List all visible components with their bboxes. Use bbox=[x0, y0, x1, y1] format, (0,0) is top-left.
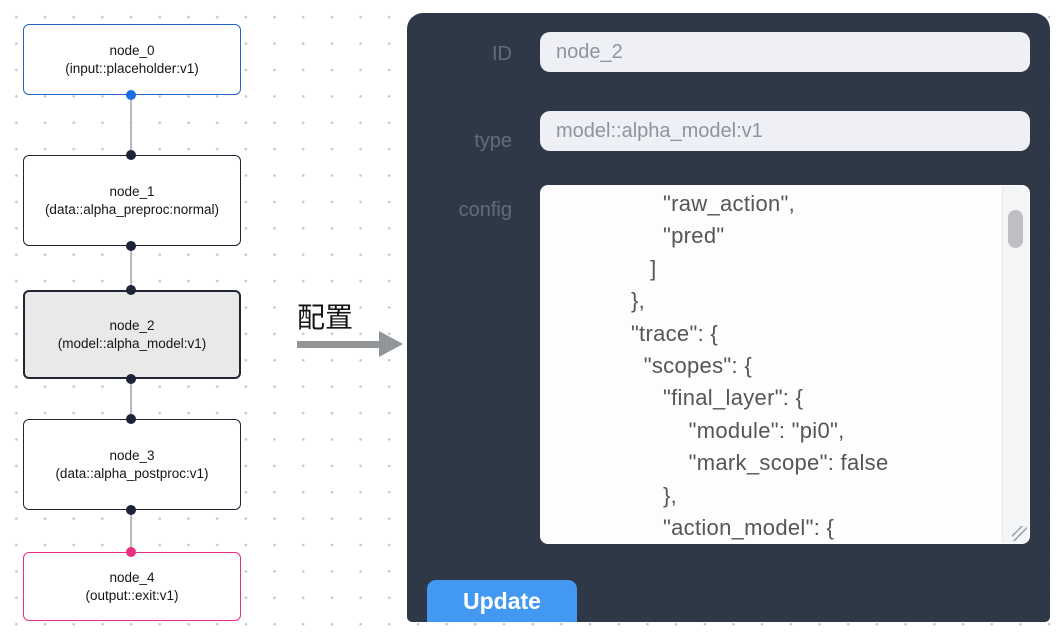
config-json-text: "raw_action", "pred" ] }, "trace": { "sc… bbox=[630, 191, 889, 541]
node-3-type: (data::alpha_postproc:v1) bbox=[55, 465, 209, 481]
config-textarea[interactable]: "raw_action", "pred" ] }, "trace": { "sc… bbox=[540, 185, 1030, 544]
node-4-id: node_4 bbox=[109, 570, 155, 585]
type-field-label: type bbox=[474, 130, 512, 152]
textarea-resize-grip-icon[interactable] bbox=[1012, 526, 1027, 541]
node-1-id: node_1 bbox=[109, 184, 155, 199]
node-0-type: (input::placeholder:v1) bbox=[65, 60, 199, 76]
node-0[interactable]: node_0 (input::placeholder:v1) bbox=[23, 24, 241, 95]
edge-node3-node4 bbox=[130, 510, 132, 552]
node-4-target-handle[interactable] bbox=[126, 547, 136, 557]
configure-annotation-label: 配置 bbox=[297, 302, 354, 333]
edge-node1-node2 bbox=[130, 246, 132, 290]
node-1-target-handle[interactable] bbox=[126, 150, 136, 160]
node-2-type: (model::alpha_model:v1) bbox=[57, 335, 207, 351]
node-3-source-handle[interactable] bbox=[126, 505, 136, 515]
id-field-label: ID bbox=[492, 43, 512, 65]
update-button[interactable]: Update bbox=[427, 580, 577, 622]
configure-arrow bbox=[297, 341, 381, 348]
node-2-source-handle[interactable] bbox=[126, 374, 136, 384]
config-scrollbar-thumb[interactable] bbox=[1008, 210, 1023, 248]
type-input[interactable]: model::alpha_model:v1 bbox=[540, 111, 1030, 151]
config-scrollbar-track[interactable] bbox=[1002, 186, 1029, 543]
node-2-id: node_2 bbox=[109, 318, 155, 333]
node-0-id: node_0 bbox=[109, 43, 155, 58]
node-2-target-handle[interactable] bbox=[126, 285, 136, 295]
edge-node0-node1 bbox=[130, 95, 132, 155]
node-4-type: (output::exit:v1) bbox=[85, 587, 179, 603]
node-3[interactable]: node_3 (data::alpha_postproc:v1) bbox=[23, 419, 241, 510]
id-input[interactable]: node_2 bbox=[540, 32, 1030, 72]
node-0-source-handle[interactable] bbox=[126, 90, 136, 100]
node-config-panel: ID node_2 type model::alpha_model:v1 con… bbox=[407, 13, 1050, 622]
node-1-source-handle[interactable] bbox=[126, 241, 136, 251]
node-1[interactable]: node_1 (data::alpha_preproc:normal) bbox=[23, 155, 241, 246]
edge-node2-node3 bbox=[130, 379, 132, 419]
node-2[interactable]: node_2 (model::alpha_model:v1) bbox=[23, 290, 241, 379]
config-field-label: config bbox=[458, 199, 512, 221]
configure-arrow-head-icon bbox=[379, 331, 403, 357]
node-4[interactable]: node_4 (output::exit:v1) bbox=[23, 552, 241, 621]
node-3-id: node_3 bbox=[109, 448, 155, 463]
node-3-target-handle[interactable] bbox=[126, 414, 136, 424]
node-1-type: (data::alpha_preproc:normal) bbox=[44, 201, 220, 217]
